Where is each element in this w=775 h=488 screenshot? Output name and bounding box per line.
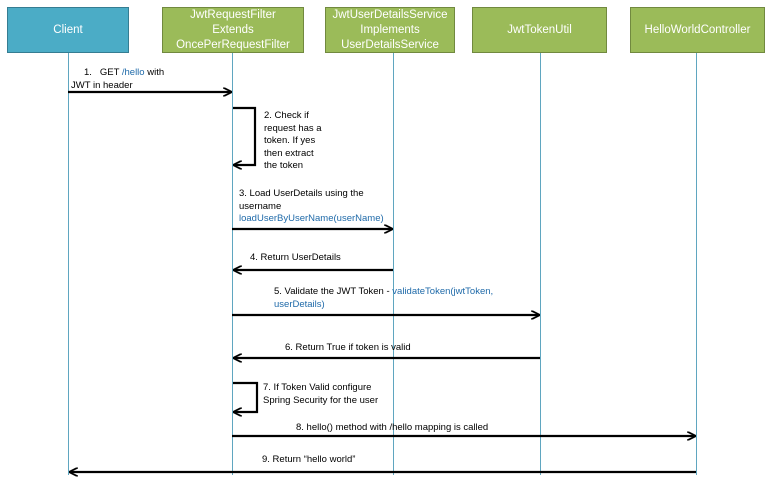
arrow-2-self <box>233 106 257 165</box>
arrow-7-self <box>233 381 259 412</box>
message-7-label: 7. If Token Valid configure Spring Secur… <box>263 382 379 406</box>
lifeline-jwt-user-details-service <box>393 53 394 475</box>
message-9-label: 9. Return “hello world” <box>262 454 356 465</box>
message-4-label: 4. Return UserDetails <box>250 252 341 263</box>
message-3-label: 3. Load UserDetails using the username l… <box>239 188 384 224</box>
participant-jwt-token-util: JwtTokenUtil <box>472 7 607 53</box>
participant-jwt-user-details-service: JwtUserDetailsService Implements UserDet… <box>325 7 455 53</box>
participant-client: Client <box>7 7 129 53</box>
participant-jwt-request-filter: JwtRequestFilter Extends OncePerRequestF… <box>162 7 304 53</box>
lifeline-jwt-request-filter <box>232 53 233 475</box>
lifeline-hello-world-controller <box>696 53 697 475</box>
message-2-label: 2. Check if request has a token. If yes … <box>264 110 322 171</box>
lifeline-jwt-token-util <box>540 53 541 475</box>
message-5-label: 5. Validate the JWT Token - validateToke… <box>274 286 494 310</box>
message-6-label: 6. Return True if token is valid <box>285 342 411 353</box>
participant-hello-world-controller: HelloWorldController <box>630 7 765 53</box>
message-8-label: 8. hello() method with /hello mapping is… <box>296 422 489 433</box>
message-1-label: 1. GET /hello with JWT in header <box>71 67 165 91</box>
lifeline-client <box>68 53 69 475</box>
